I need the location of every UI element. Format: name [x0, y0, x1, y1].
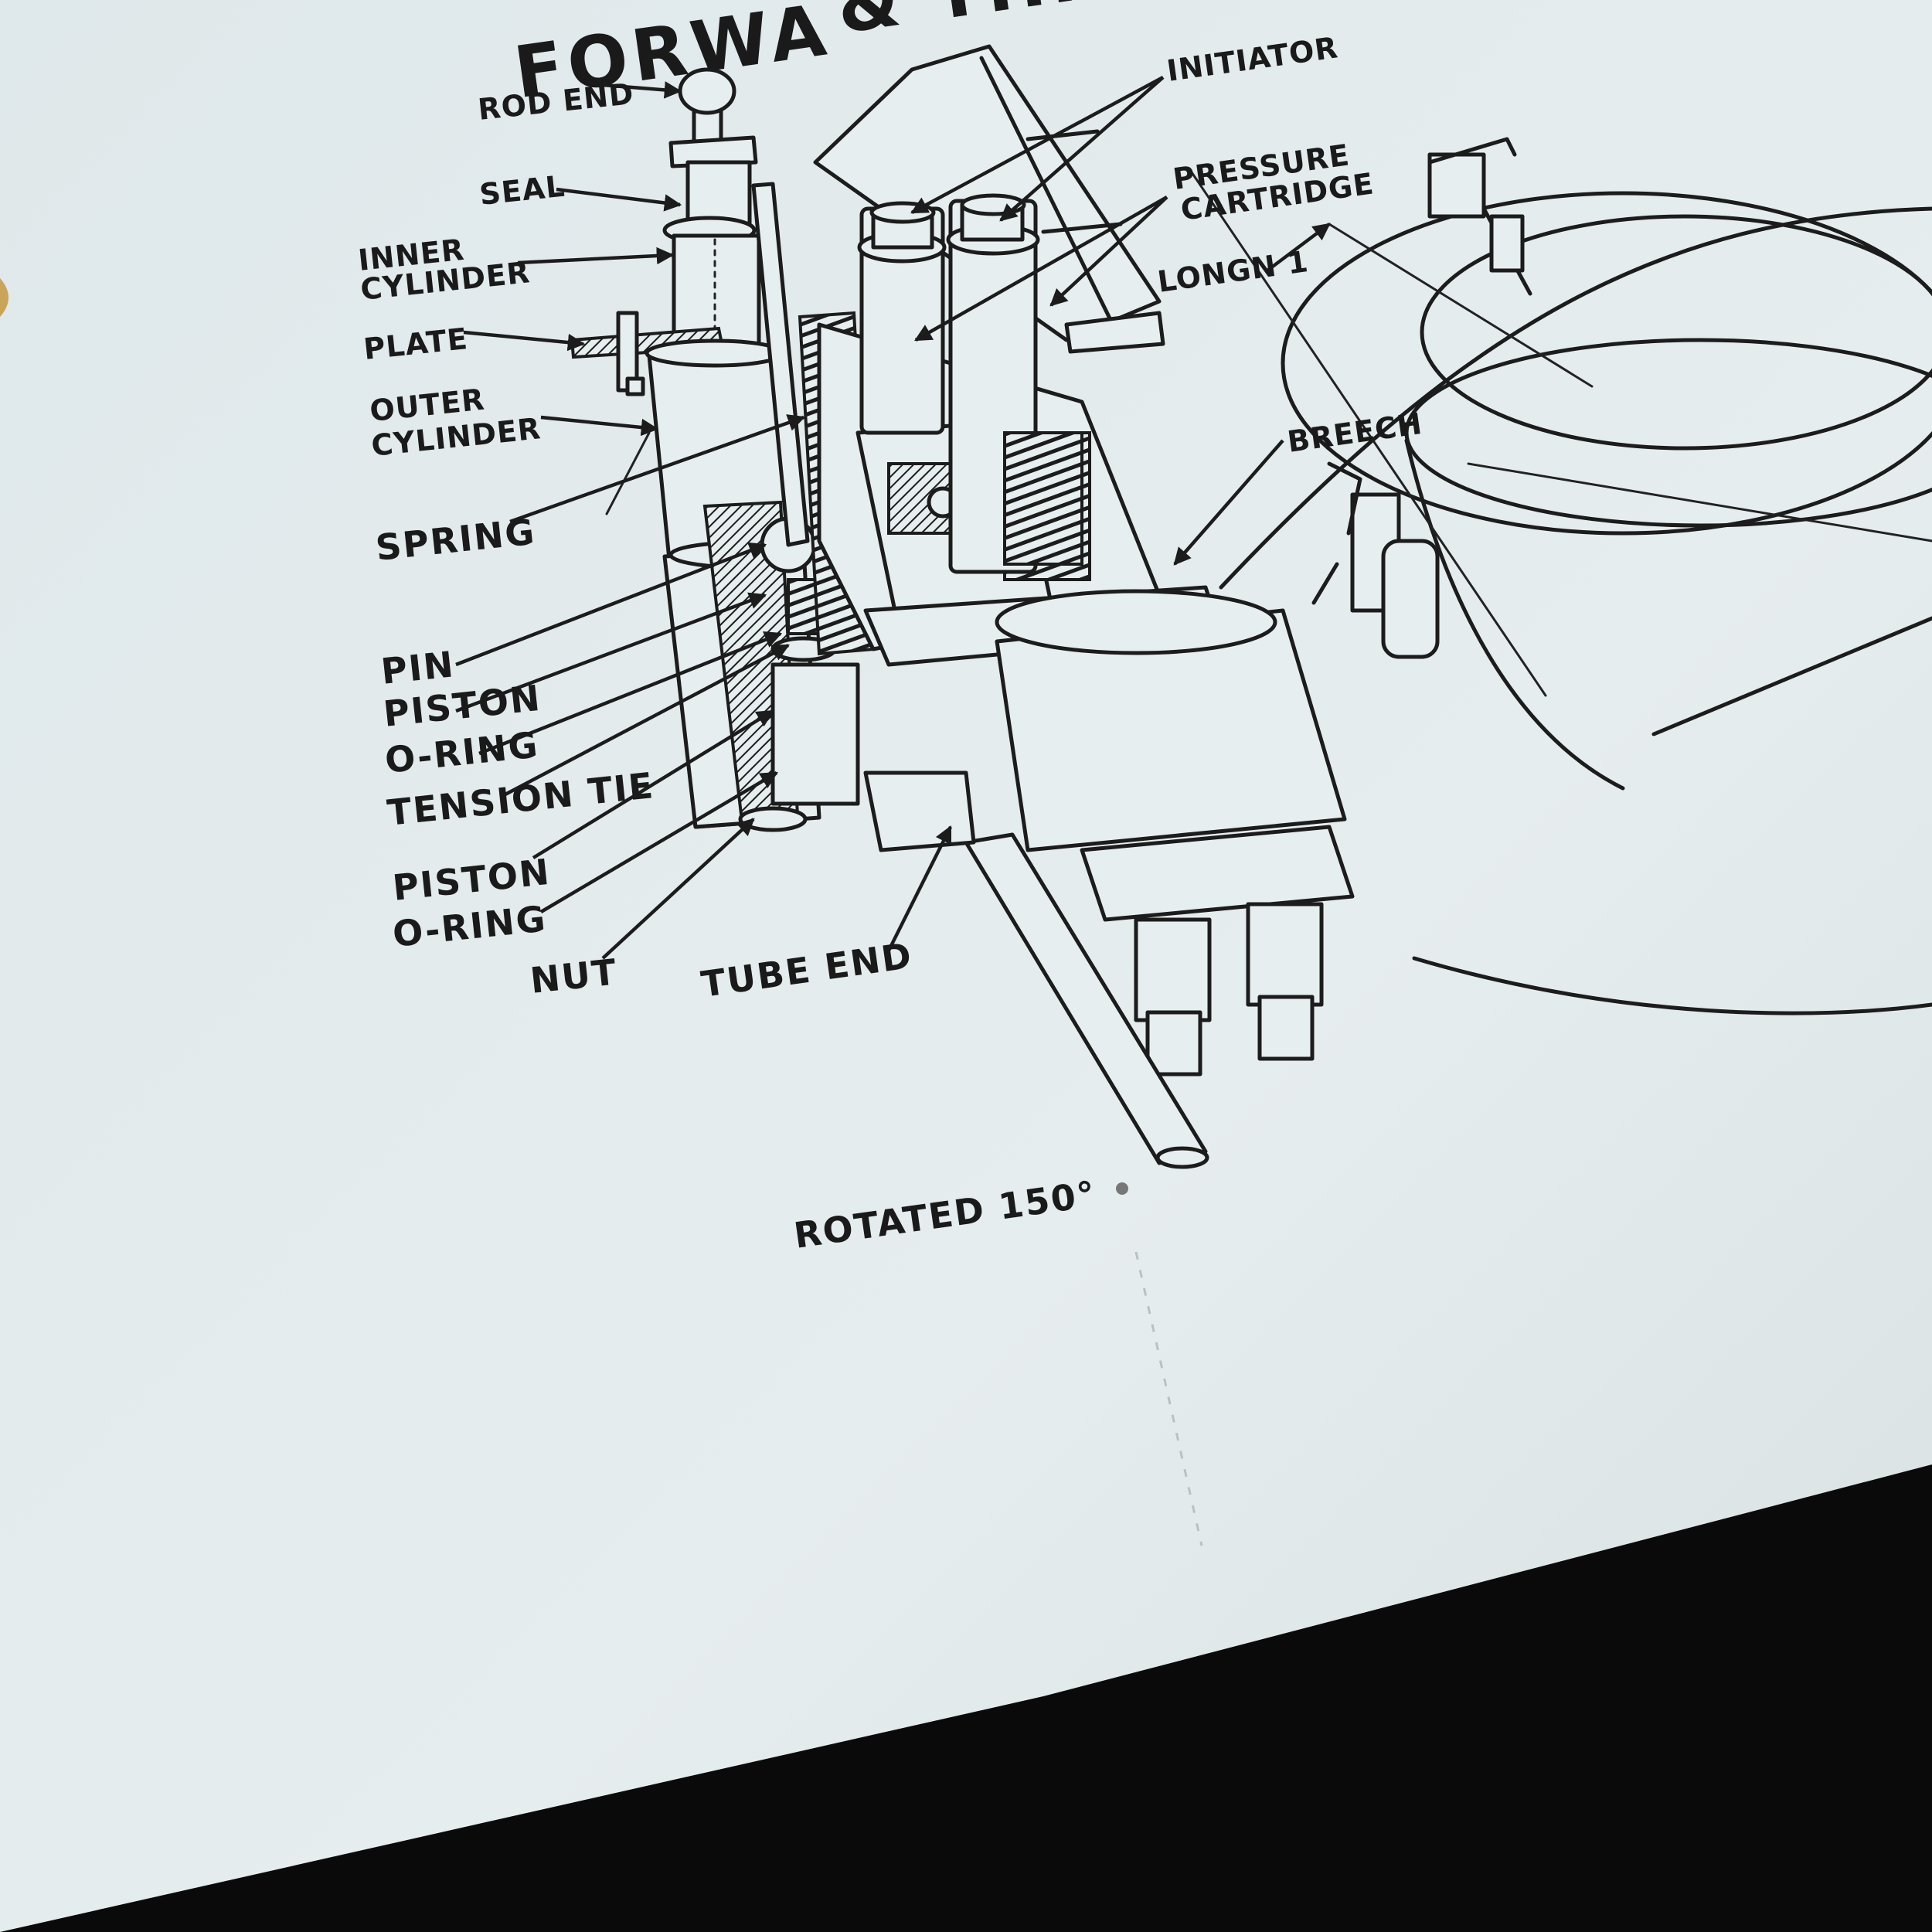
capsule-structure — [1189, 137, 1932, 1015]
nut — [738, 806, 808, 832]
label-nut: NUT — [529, 951, 620, 1002]
rod-end-ball — [678, 67, 736, 115]
thruster-assembly — [570, 44, 1355, 1169]
leader-lines — [455, 76, 1331, 960]
clamp-fitting — [1427, 137, 1532, 296]
tube-fitting-left — [1134, 917, 1212, 1077]
breech-fitting — [1311, 461, 1440, 659]
speck — [1116, 1182, 1128, 1195]
pressure-cartridge-right — [946, 193, 1083, 574]
pressure-cartridge-left — [857, 201, 947, 435]
heat-shield-ring — [1281, 191, 1932, 536]
label-pin: PIN — [379, 643, 457, 692]
rod-end-block — [668, 135, 758, 168]
tube-fitting-right — [1246, 902, 1324, 1061]
scratch-line — [1134, 1251, 1203, 1546]
binder-tab — [0, 278, 9, 317]
tube-end — [964, 832, 1208, 1165]
